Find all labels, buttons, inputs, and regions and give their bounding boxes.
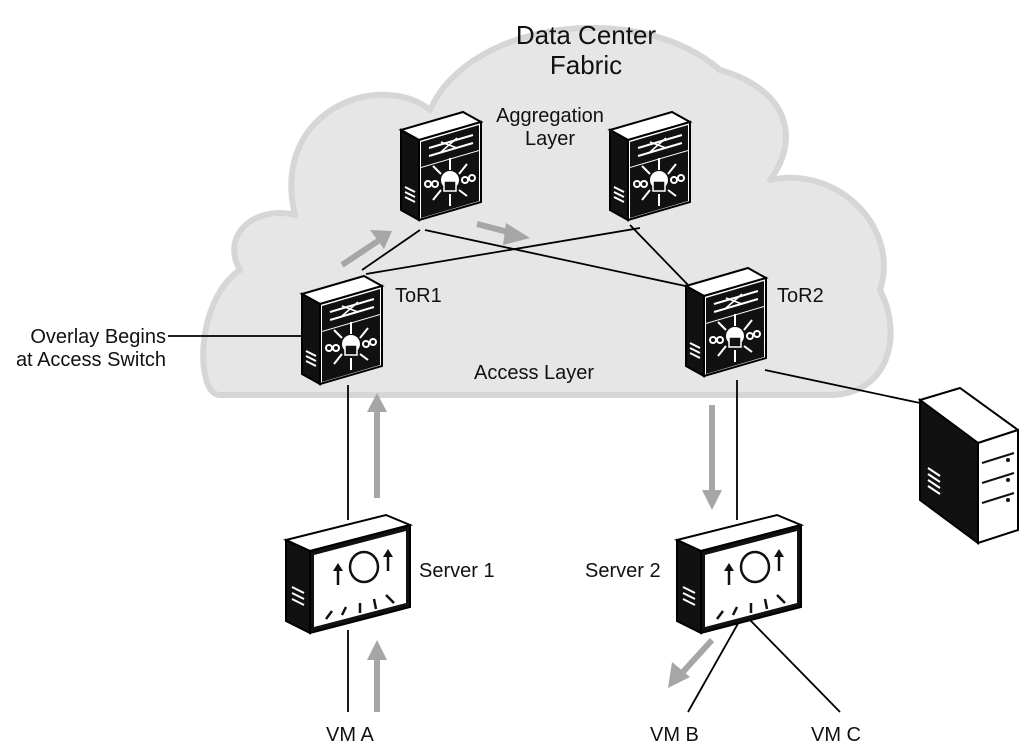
arrow-down-from-tor2 — [702, 405, 722, 510]
server1-label: Server 1 — [419, 560, 495, 582]
vm-a-label: VM A — [326, 724, 374, 746]
tor1-switch-icon — [301, 275, 383, 385]
aggregation-layer-label: Aggregation Layer — [470, 105, 630, 151]
aggregation-layer-line1: Aggregation — [496, 105, 604, 127]
cloud-title: Data Center Fabric — [496, 20, 676, 80]
access-layer-label: Access Layer — [474, 362, 595, 384]
server2-icon — [675, 513, 803, 635]
flow-arrows — [340, 221, 722, 712]
vm-b-label: VM B — [650, 724, 699, 746]
connection-lines — [168, 224, 921, 713]
tower-server-icon — [917, 386, 1019, 545]
arrow-tor1-to-agg — [340, 230, 392, 268]
arrow-up-to-tor1 — [367, 393, 387, 498]
tor2-label: ToR2 — [777, 285, 824, 307]
overlay-label: Overlay Begins at Access Switch — [0, 326, 166, 372]
aggregation-switch-1-icon — [400, 111, 482, 221]
cloud-title-line1: Data Center — [515, 20, 657, 50]
overlay-label-line1: Overlay Begins — [30, 326, 166, 348]
arrow-up-to-server1 — [367, 640, 387, 712]
server2-label: Server 2 — [585, 560, 661, 582]
overlay-label-line2: at Access Switch — [15, 349, 166, 371]
tor1-label: ToR1 — [395, 285, 442, 307]
arrow-down-to-vm-b — [668, 637, 715, 688]
arrow-agg-right — [476, 221, 530, 245]
aggregation-layer-line2: Layer — [524, 128, 576, 150]
cloud-title-line2: Fabric — [549, 50, 623, 80]
vm-c-label: VM C — [811, 724, 861, 746]
server1-icon — [284, 513, 412, 635]
tor2-switch-icon — [685, 267, 767, 377]
